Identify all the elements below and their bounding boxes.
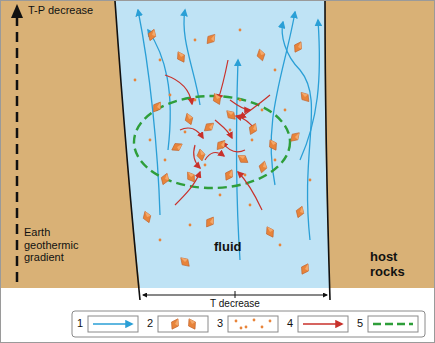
- axis-label: T-P decrease: [28, 4, 112, 17]
- callout-number: 3: [217, 317, 223, 330]
- callout-number: 2: [147, 317, 153, 330]
- callout-number: 1: [77, 317, 83, 330]
- fluid-flow: [138, 10, 319, 260]
- nuclei-dots: [134, 29, 312, 247]
- convection-arrows: [165, 60, 270, 210]
- arrow-head: [11, 4, 23, 18]
- crystallization-zone: [134, 96, 290, 188]
- channel-wall: [325, 1, 330, 300]
- legend-box: [72, 311, 425, 337]
- crystals: [141, 28, 312, 276]
- region-label: host rocks: [370, 250, 430, 280]
- callout-number: 5: [357, 317, 363, 330]
- host-rock: [1, 1, 434, 288]
- region-label: fluid: [214, 240, 264, 255]
- callout-number: 4: [287, 317, 293, 330]
- legend-samples: [88, 316, 418, 332]
- dimension-label: T decrease: [207, 298, 263, 310]
- gradient-arrow: [16, 12, 19, 282]
- axis-label: Earth geothermic gradient: [24, 226, 106, 264]
- fluid-channel: [115, 1, 330, 288]
